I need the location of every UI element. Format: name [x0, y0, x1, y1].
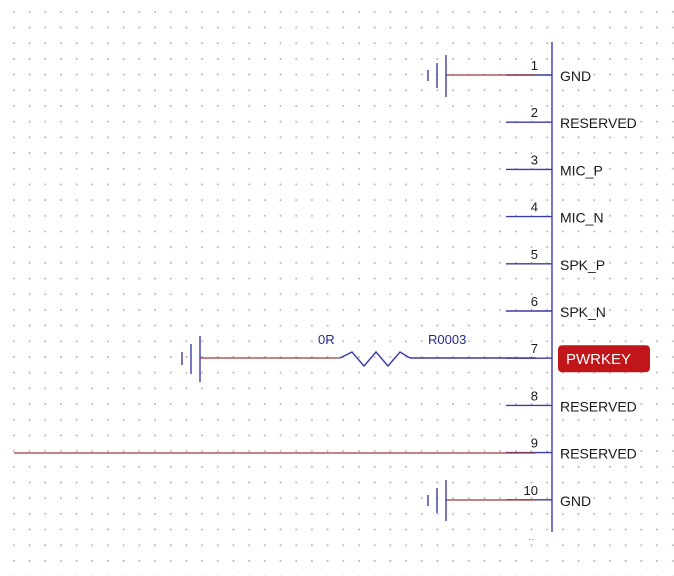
pin-number: 1: [531, 58, 538, 73]
pin-number: 2: [531, 105, 538, 120]
pin-number: 8: [531, 388, 538, 403]
pin-name: MIC_N: [560, 210, 604, 226]
pin-11-partial-marker: ‥: [528, 532, 535, 543]
pin-number: 3: [531, 152, 538, 167]
pin-number: 9: [531, 436, 538, 451]
pin-name: SPK_P: [560, 257, 605, 273]
ground-symbol-pin-10[interactable]: [427, 480, 536, 521]
pin-number: 10: [524, 483, 538, 498]
pin-name: RESERVED: [560, 446, 637, 462]
pin-number: 4: [531, 200, 538, 215]
pin-name: GND: [560, 493, 591, 509]
ground-symbol-pin-7[interactable]: [181, 336, 201, 382]
pin-name: RESERVED: [560, 115, 637, 131]
pin-name: PWRKEY: [566, 351, 631, 368]
pin-number: 6: [531, 294, 538, 309]
pin-name: GND: [560, 68, 591, 84]
resistor-symbol[interactable]: [339, 350, 411, 368]
resistor-value: 0R: [318, 332, 335, 347]
pin-number: 7: [531, 341, 538, 356]
pin-name: RESERVED: [560, 398, 637, 414]
ground-symbol-pin-1[interactable]: [427, 55, 536, 97]
pin-name-highlight: [558, 345, 650, 373]
pin-name: MIC_P: [560, 162, 603, 178]
resistor-designator: R0003: [428, 332, 466, 347]
pin-name: SPK_N: [560, 304, 606, 320]
pin-number: 5: [531, 247, 538, 262]
